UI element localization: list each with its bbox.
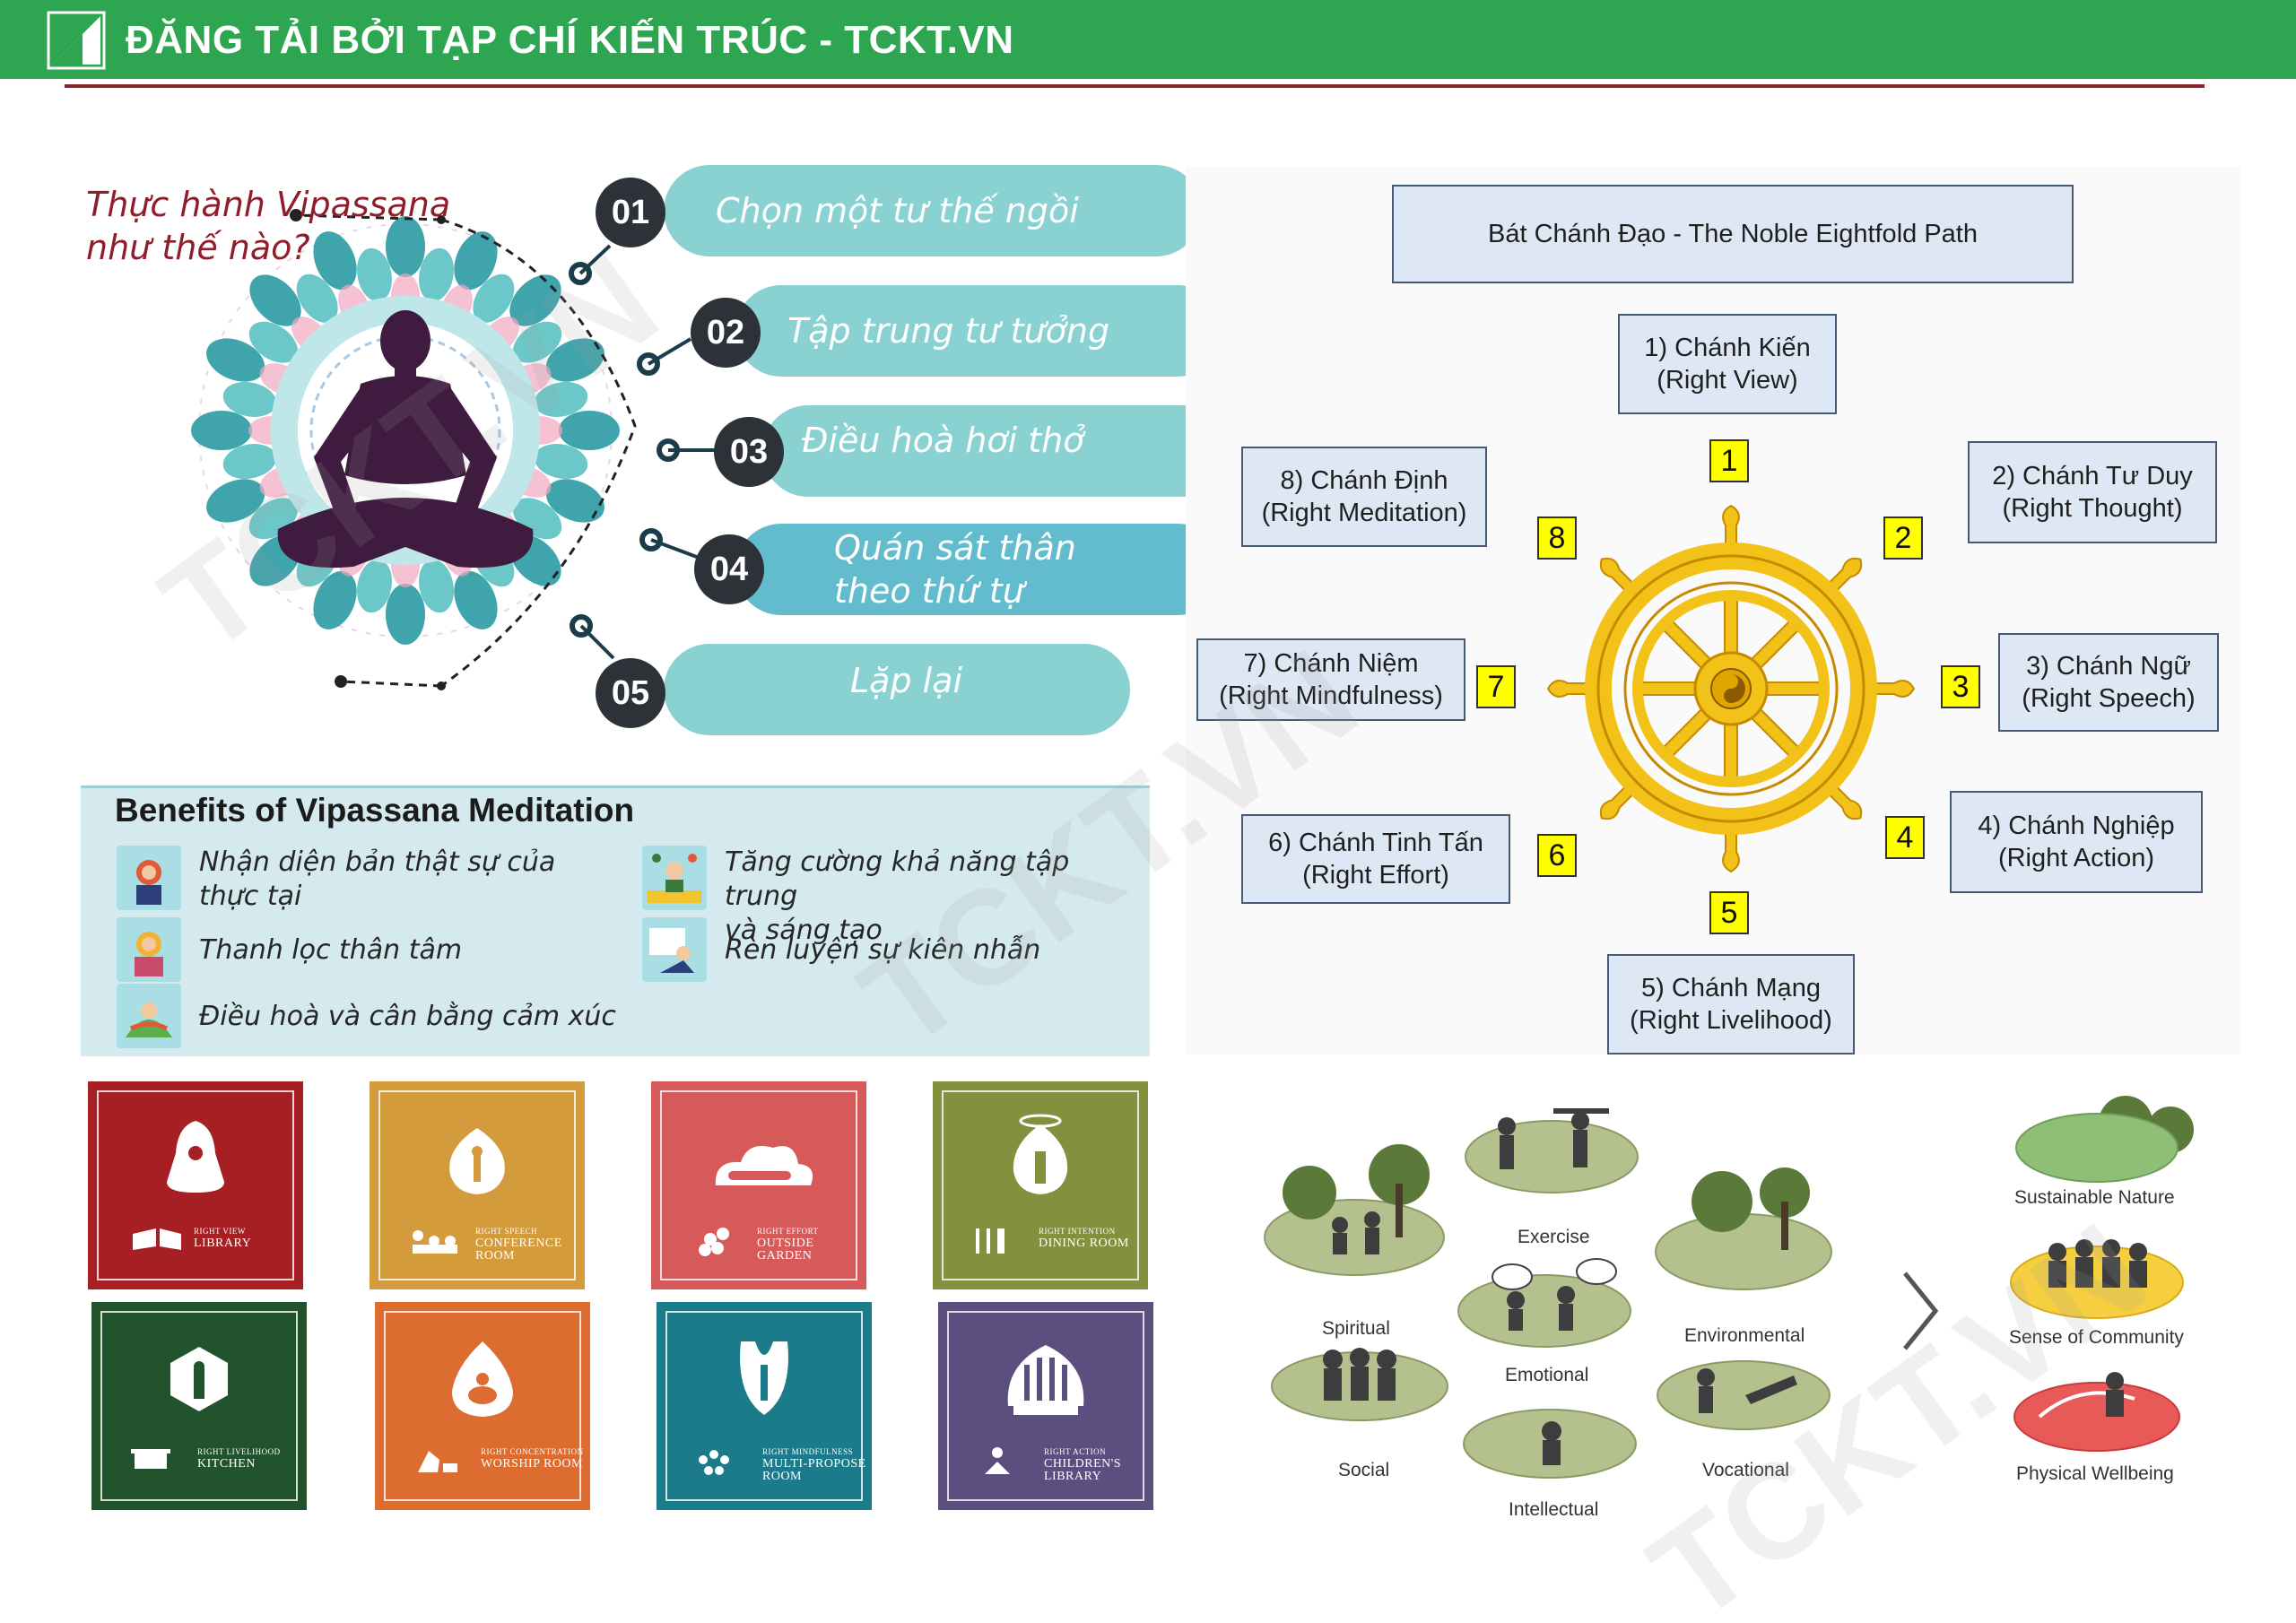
path-number-8: 8	[1537, 516, 1577, 560]
wellness-diagram	[1264, 1096, 2194, 1479]
header-title: ĐĂNG TẢI BỞI TẠP CHÍ KIẾN TRÚC - TCKT.VN	[126, 18, 1014, 62]
path-box-3: 3) Chánh Ngữ(Right Speech)	[1998, 633, 2219, 732]
path-box-1: 1) Chánh Kiến(Right View)	[1618, 314, 1837, 414]
benefits-panel: Benefits of Vipassana Meditation Nhận di…	[81, 785, 1150, 1056]
room-name: OUTSIDE GARDEN	[757, 1237, 814, 1263]
room-name: DINING ROOM	[1039, 1237, 1129, 1250]
room-tile-library: RIGHT VIEW LIBRARY	[88, 1081, 303, 1289]
room-tile-kitchen: RIGHT LIVELIHOOD KITCHEN	[91, 1302, 307, 1510]
eightfold-path-panel: Bát Chánh Đạo - The Noble Eightfold Path…	[1186, 167, 2240, 1055]
header-divider	[65, 84, 2205, 88]
path-box-7: 7) Chánh Niệm(Right Mindfulness)	[1196, 638, 1465, 721]
path-number-7: 7	[1476, 665, 1516, 708]
step-label: Điều hoà hơi thở	[802, 421, 1084, 460]
benefit-item: Nhận diện bản thật sự của thực tại	[117, 846, 555, 914]
step-number: 04	[694, 534, 764, 604]
room-name: LIBRARY	[194, 1237, 252, 1250]
emotion-balance-icon	[117, 984, 181, 1048]
path-box-8: 8) Chánh Định(Right Meditation)	[1241, 447, 1487, 547]
page-header: ĐĂNG TẢI BỞI TẠP CHÍ KIẾN TRÚC - TCKT.VN	[0, 0, 2296, 79]
meditation-illustration	[191, 209, 718, 690]
room-name: CHILDREN'S LIBRARY	[1044, 1457, 1122, 1483]
path-box-5: 5) Chánh Mạng(Right Livelihood)	[1607, 954, 1855, 1055]
vipassana-steps-panel: Thực hành Vipassana như thế nào? Chọn mộ…	[72, 152, 1254, 762]
outcome-label: Sense of Community	[2009, 1327, 2184, 1348]
library-icon	[88, 1081, 303, 1289]
dharma-wheel-icon	[1546, 504, 1916, 873]
room-subtitle: RIGHT ACTION	[1044, 1447, 1107, 1456]
path-number-6: 6	[1537, 834, 1577, 877]
childrens-library-icon	[938, 1302, 1153, 1510]
eightfold-title: Bát Chánh Đạo - The Noble Eightfold Path	[1392, 185, 2074, 283]
room-subtitle: RIGHT EFFORT	[757, 1227, 819, 1236]
step-number: 01	[596, 178, 665, 247]
step-pill-1: Chọn một tư thế ngồi	[664, 165, 1202, 256]
step-pill-5: Lặp lại	[664, 644, 1130, 735]
tckt-logo-icon	[47, 11, 106, 70]
room-subtitle: RIGHT MINDFULNESS	[762, 1447, 854, 1456]
wellness-label: Vocational	[1702, 1460, 1789, 1480]
self-awareness-icon	[117, 846, 181, 910]
room-tile-conference: RIGHT SPEECH CONFERENCE ROOM	[370, 1081, 585, 1289]
wellness-label: Environmental	[1684, 1325, 1805, 1346]
benefit-item: Điều hoà và cân bằng cảm xúc	[117, 984, 616, 1048]
step-label: Tập trung tư tưởng	[787, 311, 1110, 351]
step-label: Quán sát thân theo thứ tự	[834, 528, 1076, 611]
benefit-item: Rèn luyện sự kiên nhẫn	[642, 917, 1040, 982]
room-name: CONFERENCE ROOM	[475, 1237, 562, 1263]
path-number-2: 2	[1883, 516, 1923, 560]
wellness-label: Exercise	[1518, 1227, 1590, 1247]
room-subtitle: RIGHT SPEECH	[475, 1227, 538, 1236]
purify-icon	[117, 917, 181, 982]
room-name: WORSHIP ROOM	[481, 1457, 583, 1471]
path-number-5: 5	[1709, 891, 1749, 934]
vipassana-question: Thực hành Vipassana như thế nào?	[86, 185, 451, 267]
meditating-person-icon	[277, 310, 534, 568]
room-subtitle: RIGHT INTENTION	[1039, 1227, 1116, 1236]
step-pill-3: Điều hoà hơi thở	[762, 405, 1254, 497]
path-number-1: 1	[1709, 439, 1749, 482]
path-number-4: 4	[1885, 816, 1925, 859]
wellness-label: Social	[1338, 1460, 1390, 1480]
step-label: Lặp lại	[850, 661, 963, 700]
step-number: 03	[714, 417, 784, 487]
room-tile-garden: RIGHT EFFORT OUTSIDE GARDEN	[651, 1081, 866, 1289]
step-label: Chọn một tư thế ngồi	[716, 191, 1079, 230]
outcome-label: Physical Wellbeing	[2016, 1463, 2174, 1484]
step-pill-2: Tập trung tư tưởng	[735, 285, 1223, 377]
path-box-4: 4) Chánh Nghiệp(Right Action)	[1950, 791, 2203, 893]
path-box-6: 6) Chánh Tinh Tấn(Right Effort)	[1241, 814, 1510, 904]
room-tile-dining: RIGHT INTENTION DINING ROOM	[933, 1081, 1148, 1289]
benefit-item: Tăng cường khả năng tập trung và sáng tạ…	[642, 846, 1150, 948]
multipurpose-icon	[657, 1302, 872, 1510]
step-number: 05	[596, 658, 665, 728]
benefit-item: Thanh lọc thân tâm	[117, 917, 462, 982]
room-name: MULTI-PROPOSE ROOM	[762, 1457, 866, 1483]
people-icon	[1323, 1108, 1797, 1465]
room-subtitle: RIGHT CONCENTRATION	[481, 1447, 584, 1456]
wellness-label: Intellectual	[1509, 1499, 1599, 1520]
path-box-2: 2) Chánh Tư Duy(Right Thought)	[1968, 441, 2217, 543]
room-name: KITCHEN	[197, 1457, 256, 1471]
creativity-icon	[642, 846, 707, 910]
patience-icon	[642, 917, 707, 982]
room-tile-worship: RIGHT CONCENTRATION WORSHIP ROOM	[375, 1302, 590, 1510]
room-tile-multipurpose: RIGHT MINDFULNESS MULTI-PROPOSE ROOM	[657, 1302, 872, 1510]
kitchen-icon	[91, 1302, 307, 1510]
benefits-title: Benefits of Vipassana Meditation	[115, 792, 635, 829]
path-number-3: 3	[1941, 665, 1980, 708]
wellness-label: Spiritual	[1322, 1318, 1390, 1339]
step-number: 02	[691, 298, 761, 368]
room-subtitle: RIGHT VIEW	[194, 1227, 246, 1236]
garden-icon	[651, 1081, 866, 1289]
worship-icon	[375, 1302, 590, 1510]
dining-icon	[933, 1081, 1148, 1289]
room-subtitle: RIGHT LIVELIHOOD	[197, 1447, 281, 1456]
wellness-panel: Spiritual Exercise Emotional Environment…	[1247, 1076, 2233, 1524]
wellness-label: Emotional	[1505, 1365, 1589, 1385]
room-tile-childrens-library: RIGHT ACTION CHILDREN'S LIBRARY	[938, 1302, 1153, 1510]
outcome-label: Sustainable Nature	[2014, 1187, 2175, 1208]
conference-icon	[370, 1081, 585, 1289]
step-pill-4: Quán sát thân theo thứ tự	[735, 524, 1223, 615]
